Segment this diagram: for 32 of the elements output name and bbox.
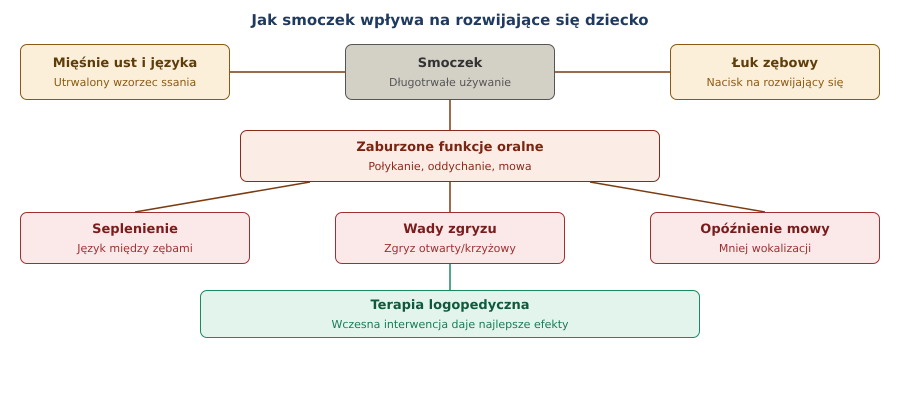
connector-line <box>555 71 670 73</box>
connector-line <box>590 181 766 213</box>
connector-line <box>230 71 345 73</box>
box-description: Długotrwałe używanie <box>388 76 512 88</box>
process-box <box>345 44 555 100</box>
box-description: Mniej wokalizacji <box>718 242 812 254</box>
process-box <box>335 212 565 264</box>
box-heading: Opóźnienie mowy <box>700 222 830 236</box>
box-heading: Mięśnie ust i języka <box>52 56 198 70</box>
connector-line <box>449 100 451 130</box>
box-description: Utrwalony wzorzec ssania <box>54 76 196 88</box>
box-heading: Terapia logopedyczna <box>370 298 530 312</box>
connector-line <box>449 264 451 290</box>
box-heading: Łuk zębowy <box>732 56 818 70</box>
box-heading: Seplenienie <box>92 222 178 236</box>
box-description: Połykanie, oddychanie, mowa <box>368 160 532 172</box>
process-box <box>650 212 880 264</box>
box-description: Nacisk na rozwijający się <box>706 76 844 88</box>
box-description: Wczesna interwencja daje najlepsze efekty <box>331 318 569 330</box>
diagram-title: Jak smoczek wpływa na rozwijające się dziecko <box>250 11 650 29</box>
box-heading: Wady zgryzu <box>403 222 497 236</box>
process-box <box>200 290 700 338</box>
process-box <box>670 44 880 100</box>
connector-line <box>449 182 451 212</box>
process-box <box>20 44 230 100</box>
box-description: Język między zębami <box>77 242 193 254</box>
box-heading: Smoczek <box>418 56 482 70</box>
box-description: Zgryz otwarty/krzyżowy <box>384 242 516 254</box>
process-box <box>20 212 250 264</box>
process-box <box>240 130 660 182</box>
box-heading: Zaburzone funkcje oralne <box>356 140 544 154</box>
connector-line <box>134 181 310 213</box>
